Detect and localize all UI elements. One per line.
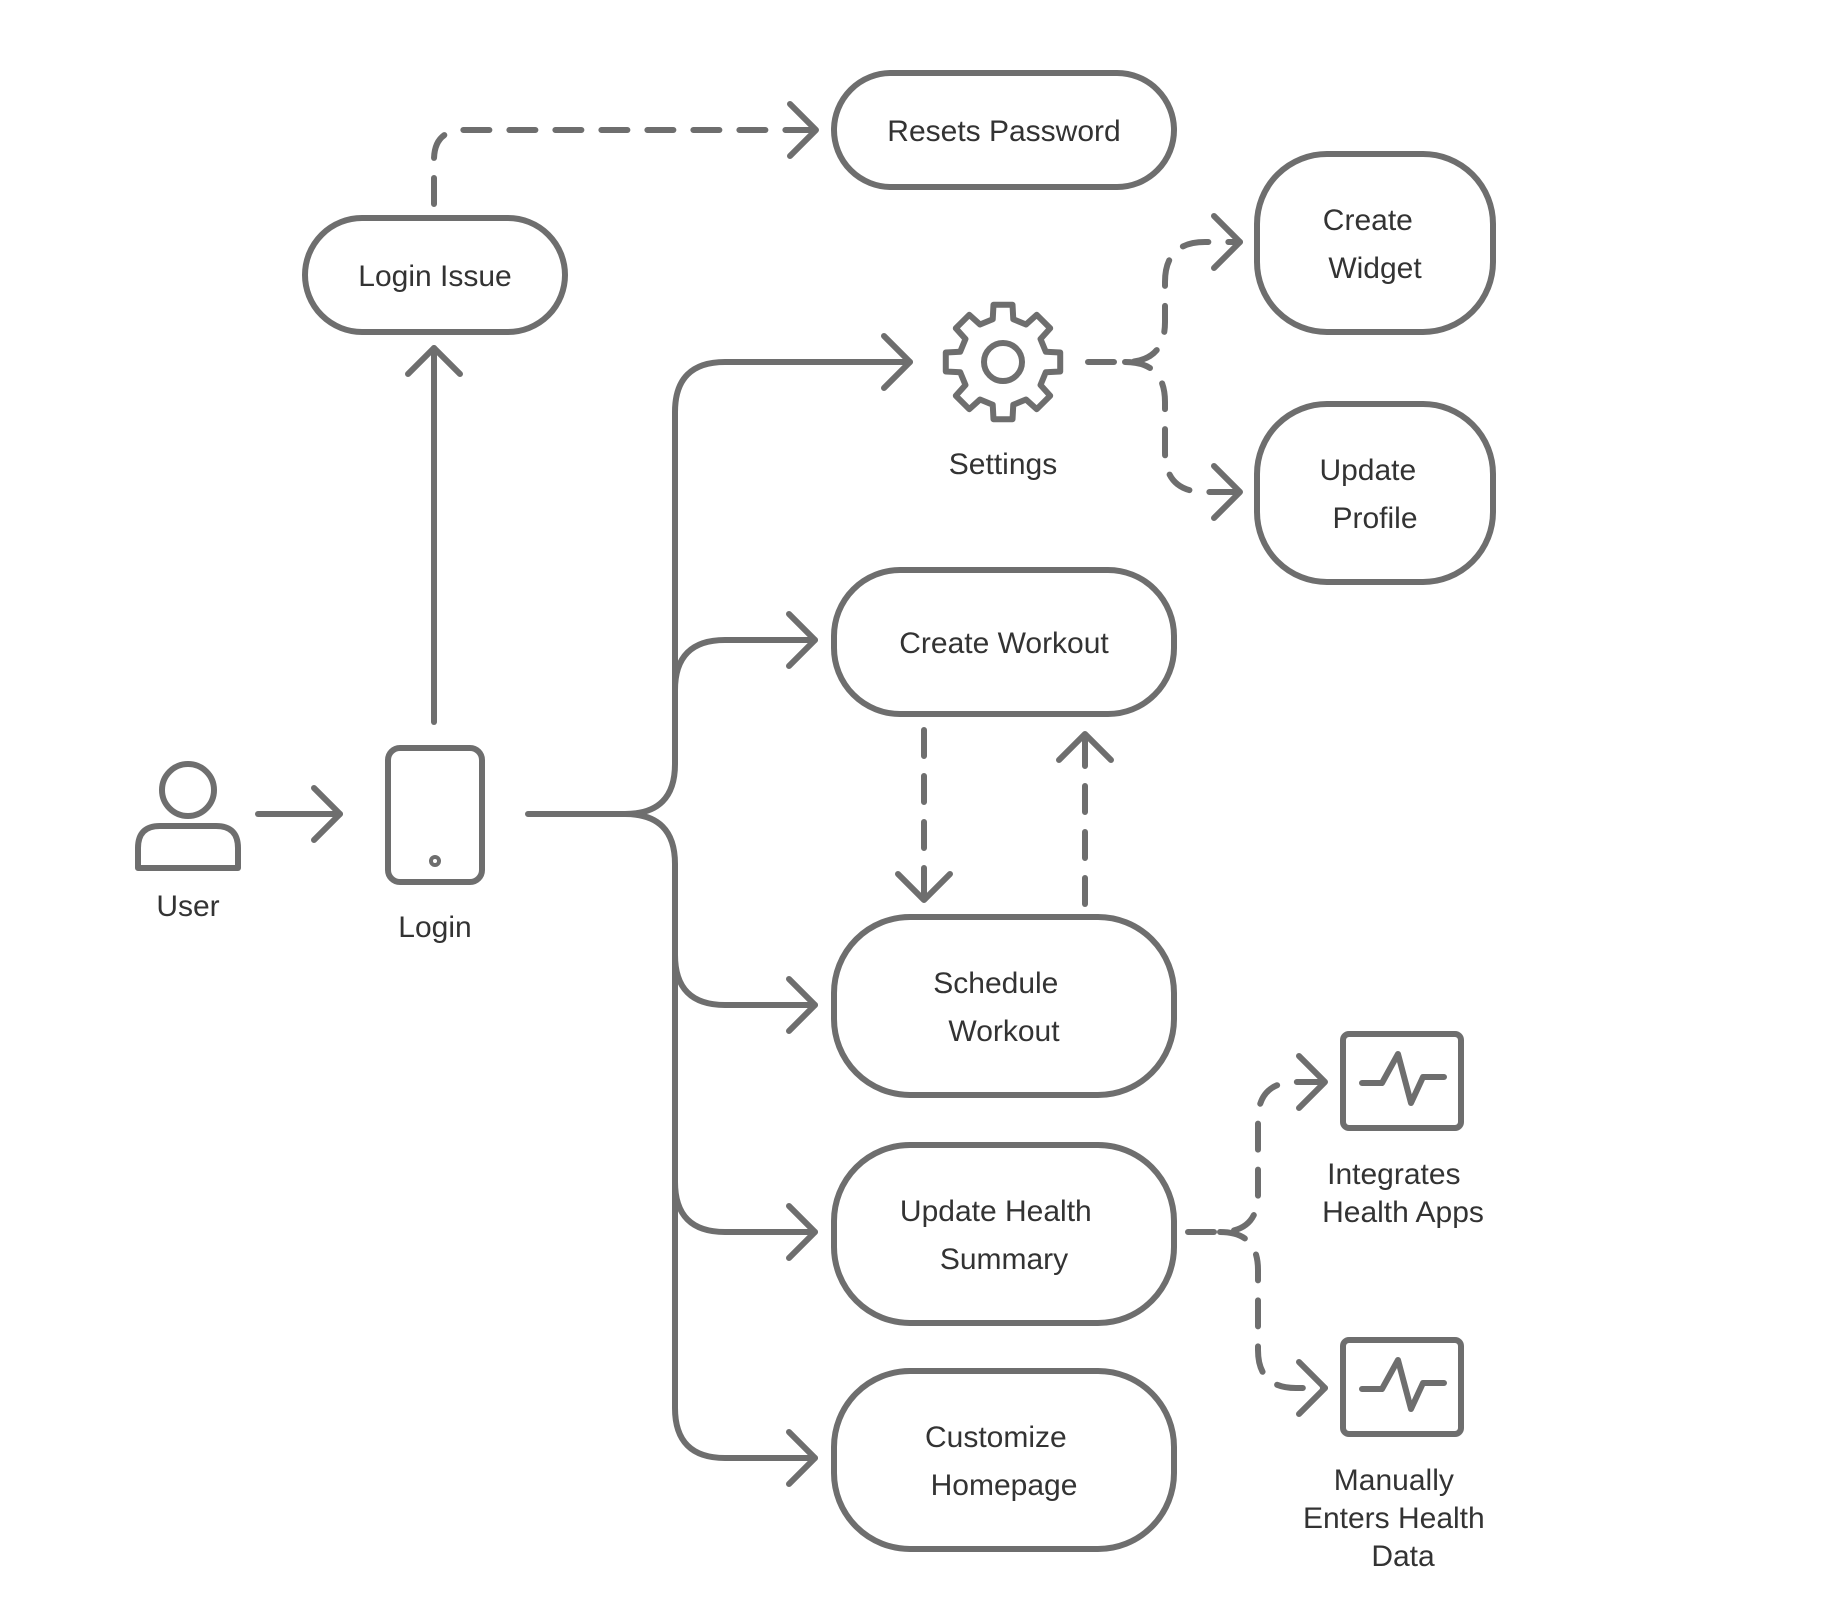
trunk-lower	[622, 811, 818, 1461]
node-login-issue[interactable]: Login Issue	[302, 215, 568, 335]
arrowhead-to-create	[1056, 731, 1114, 763]
node-create-workout[interactable]: Create Workout	[831, 567, 1177, 717]
arrowhead-manual	[1296, 1359, 1328, 1417]
heartbeat-monitor-icon	[1340, 1031, 1464, 1131]
branch-schedule	[672, 952, 818, 1008]
arrowhead-issue-reset	[787, 101, 819, 159]
node-update-health-summary[interactable]: Update Health Summary	[831, 1142, 1177, 1326]
arrowhead-settings	[881, 333, 913, 391]
svg-text:Schedule Workout: Schedule Workout	[933, 967, 1066, 1048]
arrow-health-to-integrates	[1185, 1079, 1328, 1235]
branch-create-workout	[672, 637, 818, 703]
arrowhead-integrates	[1296, 1053, 1328, 1111]
arrowhead-schedule	[786, 976, 818, 1034]
login-label: Login	[398, 911, 471, 944]
svg-text:Create Workout: Create Workout	[899, 627, 1109, 660]
gear-icon[interactable]	[942, 301, 1064, 423]
svg-text:Update Health Summary: Update Health Summary	[900, 1195, 1100, 1276]
svg-text:Update Profile: Update Profile	[1319, 454, 1424, 535]
arrowhead-widget	[1211, 213, 1243, 271]
svg-text:Resets Password: Resets Password	[887, 115, 1120, 148]
svg-text:Customize Homepage: Customize Homepage	[925, 1421, 1077, 1502]
node-schedule-workout[interactable]: Schedule Workout	[831, 914, 1177, 1098]
svg-text:Login Issue: Login Issue	[358, 260, 511, 293]
arrow-settings-to-widget	[1085, 239, 1243, 365]
arrowhead-profile	[1211, 463, 1243, 521]
heartbeat-monitor-icon	[1340, 1337, 1464, 1437]
node-customize-homepage[interactable]: Customize Homepage	[831, 1368, 1177, 1552]
integrates-label: Integrates Health Apps	[1322, 1158, 1484, 1229]
node-update-profile[interactable]: Update Profile	[1254, 401, 1496, 585]
arrow-health-to-manual	[1217, 1229, 1328, 1391]
user-icon	[135, 761, 241, 871]
arrowhead-user-login	[311, 785, 343, 843]
arrow-settings-to-profile	[1122, 359, 1243, 495]
manual-label: Manually Enters Health Data	[1303, 1464, 1493, 1573]
user-label: User	[156, 890, 219, 923]
arrowhead-login-issue	[405, 345, 463, 377]
arrowhead-create-workout	[786, 611, 818, 669]
arrow-issue-to-reset	[431, 127, 819, 207]
branch-health	[672, 1179, 818, 1235]
arrowhead-customize	[786, 1429, 818, 1487]
settings-label: Settings	[949, 448, 1057, 481]
trunk-login	[525, 359, 913, 817]
arrowhead-to-schedule	[895, 871, 953, 903]
connectors	[255, 101, 1328, 1487]
phone-icon	[385, 745, 485, 885]
node-resets-password[interactable]: Resets Password	[831, 70, 1177, 190]
node-create-widget[interactable]: Create Widget	[1254, 151, 1496, 335]
arrowhead-health	[786, 1203, 818, 1261]
svg-text:Create Widget: Create Widget	[1323, 204, 1423, 285]
